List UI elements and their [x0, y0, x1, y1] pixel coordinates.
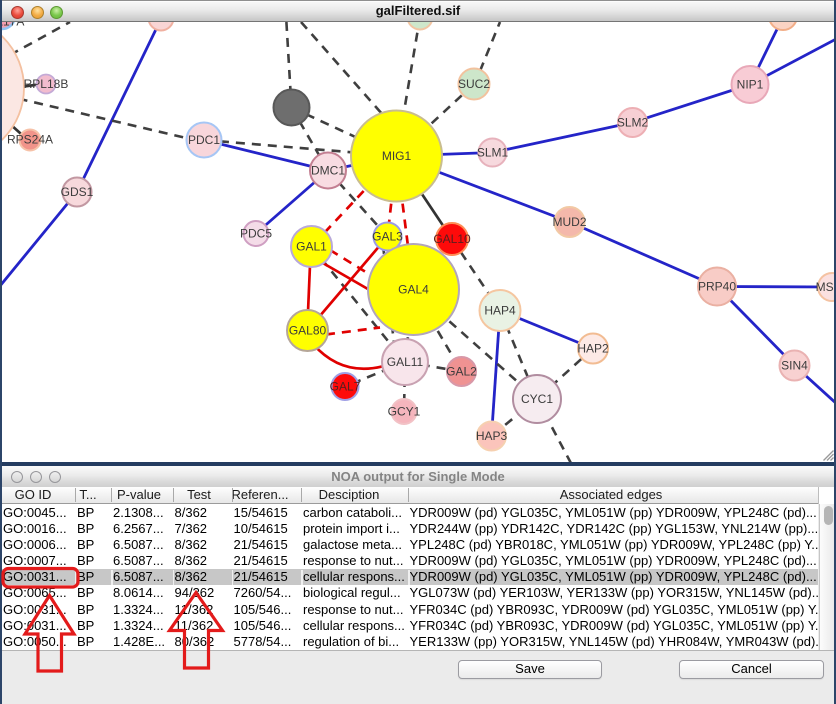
svg-text:GAL11: GAL11: [387, 355, 424, 369]
svg-text:SLM1: SLM1: [477, 146, 509, 160]
svg-text:GAL7: GAL7: [330, 380, 361, 394]
svg-text:SLM2: SLM2: [617, 116, 649, 130]
svg-text:HAP4: HAP4: [484, 304, 516, 318]
svg-text:MIG1: MIG1: [382, 149, 412, 163]
svg-text:PDC5: PDC5: [240, 227, 272, 241]
svg-text:HAP2: HAP2: [577, 342, 609, 356]
svg-text:GAL3: GAL3: [372, 230, 403, 244]
svg-text:CYC1: CYC1: [521, 392, 553, 406]
svg-text:GAL10: GAL10: [433, 232, 471, 246]
svg-text:GDS1: GDS1: [61, 185, 94, 199]
svg-text:MUD2: MUD2: [552, 215, 586, 229]
svg-text:SIN4: SIN4: [781, 359, 808, 373]
svg-text:SUC2: SUC2: [458, 77, 490, 91]
svg-text:GCY1: GCY1: [388, 405, 421, 419]
svg-text:GAL80: GAL80: [289, 324, 327, 338]
svg-text:GAL1: GAL1: [296, 240, 327, 254]
svg-text:PRP40: PRP40: [698, 280, 736, 294]
svg-text:PDC1: PDC1: [188, 133, 220, 147]
svg-text:RPL18B: RPL18B: [24, 77, 69, 91]
svg-text:RPS24A: RPS24A: [7, 133, 53, 147]
svg-text:GAL4: GAL4: [398, 283, 429, 297]
svg-text:NIP1: NIP1: [737, 78, 764, 92]
svg-text:DMC1: DMC1: [311, 164, 345, 178]
svg-text:HAP3: HAP3: [476, 429, 508, 443]
svg-text:GAL2: GAL2: [446, 365, 477, 379]
svg-text:MSN: MSN: [816, 280, 836, 294]
